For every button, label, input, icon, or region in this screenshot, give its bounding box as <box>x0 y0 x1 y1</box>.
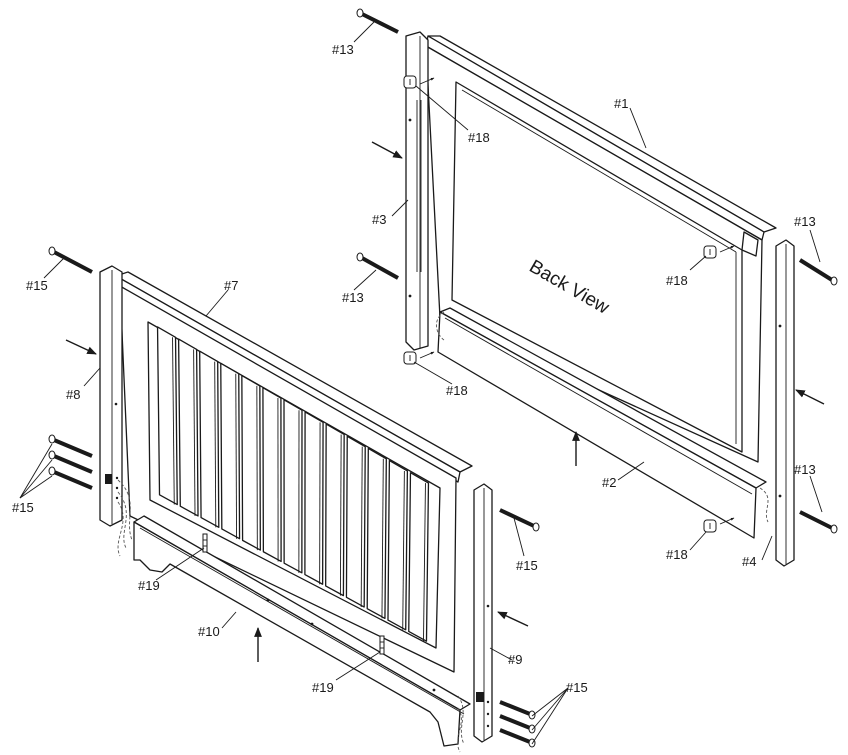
slat <box>304 411 324 585</box>
slat <box>220 362 241 540</box>
barrel-nut-18-right <box>703 245 735 259</box>
label-part-2: #2 <box>602 475 616 490</box>
bolt-13-right-bottom <box>799 510 838 534</box>
slat <box>199 350 220 528</box>
label-part-9: #9 <box>508 652 522 667</box>
label-bolt-15-left-top: #15 <box>26 278 48 293</box>
slat-edge <box>339 434 342 596</box>
barrel-nut-18-bottom <box>703 517 735 533</box>
label-part-1: #1 <box>614 96 628 111</box>
front-panel-slats <box>156 326 430 642</box>
slat-edge <box>214 361 217 528</box>
label-nut-18-right: #18 <box>666 273 688 288</box>
bolt-15-right-group <box>499 700 536 748</box>
label-dowel-19-top: #19 <box>138 578 160 593</box>
assembly-arrows <box>65 141 825 662</box>
label-part-3: #3 <box>372 212 386 227</box>
label-dowel-19-bottom: #19 <box>312 680 334 695</box>
bolt-15-right <box>499 508 540 532</box>
label-nut-18-mid: #18 <box>446 383 468 398</box>
slat <box>262 387 282 563</box>
left-post-part-3 <box>405 31 429 351</box>
slat <box>156 326 178 506</box>
label-nut-18-bottom: #18 <box>666 547 688 562</box>
dowel-19-bottom <box>379 635 385 655</box>
label-bolt-15-left-group: #15 <box>12 500 34 515</box>
slat-edge <box>193 349 196 516</box>
slat-edge <box>402 470 405 630</box>
slat <box>366 447 387 620</box>
label-part-7: #7 <box>224 278 238 293</box>
label-nut-18-top: #18 <box>468 130 490 145</box>
label-part-4: #4 <box>742 554 756 569</box>
slat-edge <box>423 483 426 642</box>
right-post-part-9 <box>473 483 493 743</box>
left-post-part-8 <box>99 265 123 527</box>
bolt-15-left-top <box>48 246 93 274</box>
bolt-15-left-group <box>48 434 93 490</box>
back-rail-part-2 <box>437 307 767 539</box>
slat <box>325 423 345 597</box>
label-bolt-13-top: #13 <box>332 42 354 57</box>
back-panel-part-1 <box>425 35 777 463</box>
label-bolt-15-right: #15 <box>516 558 538 573</box>
label-bolt-13-right-top: #13 <box>794 214 816 229</box>
right-post-part-4 <box>775 239 795 567</box>
slat-edge <box>381 458 384 619</box>
label-part-8: #8 <box>66 387 80 402</box>
slat <box>177 338 199 517</box>
slat <box>408 472 430 642</box>
slat <box>283 399 303 574</box>
leader-lines <box>19 21 823 745</box>
barrel-nut-18-middle <box>403 351 435 365</box>
slat <box>345 435 366 608</box>
label-bolt-13-right-bottom: #13 <box>794 462 816 477</box>
bolt-13-middle <box>356 252 399 280</box>
barrel-nut-18-top <box>403 75 435 89</box>
slat-edge <box>235 373 238 539</box>
slat-edge <box>360 446 363 608</box>
label-bolt-15-right-group: #15 <box>566 680 588 695</box>
slat-edge <box>172 337 175 505</box>
label-bolt-13-mid: #13 <box>342 290 364 305</box>
bolt-13-right-top <box>798 258 838 286</box>
label-part-10: #10 <box>198 624 220 639</box>
bolt-13-top <box>356 8 399 34</box>
alignment-lines <box>117 311 769 753</box>
dowel-19-top <box>202 533 208 553</box>
slat <box>241 374 261 551</box>
slat <box>387 459 409 631</box>
